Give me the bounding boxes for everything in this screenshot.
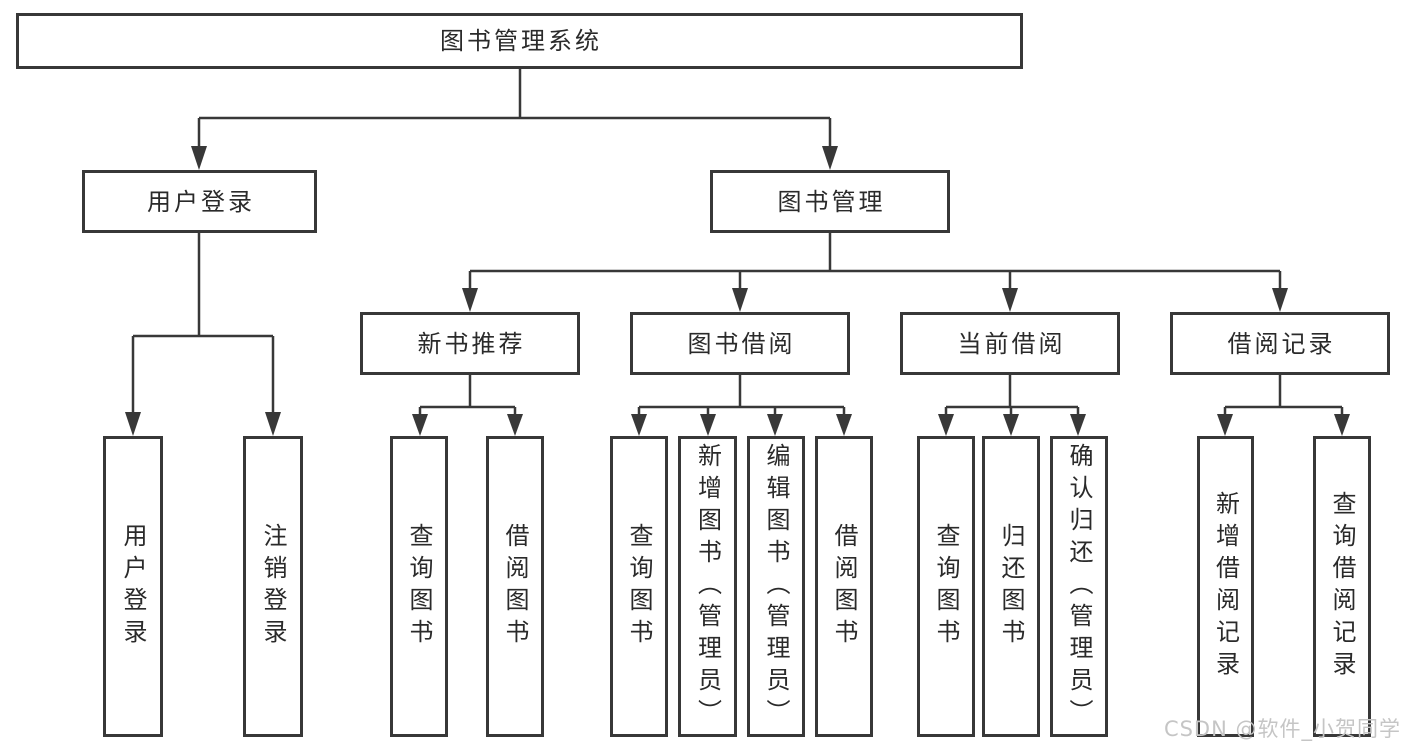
node-book-mgmt: 图书管理	[710, 170, 950, 233]
node-label: 图书管理	[777, 187, 886, 216]
node-label: 用户登录	[147, 187, 255, 216]
leaf-label: 查询图书	[405, 522, 433, 651]
node-label: 借阅记录	[1227, 329, 1336, 358]
leaf-label: 编辑图书（管理员）	[762, 442, 790, 731]
leaf-bb-add-book-admin: 新增图书（管理员）	[678, 436, 737, 737]
node-book-borrow: 图书借阅	[630, 312, 850, 375]
leaf-rec-query-book: 查询图书	[390, 436, 448, 737]
leaf-bb-borrow-book: 借阅图书	[815, 436, 873, 737]
node-new-book-rec: 新书推荐	[360, 312, 580, 375]
leaf-bb-edit-book-admin: 编辑图书（管理员）	[747, 436, 805, 737]
node-label: 图书借阅	[687, 329, 796, 358]
node-label: 图书管理系统	[440, 27, 602, 55]
leaf-br-add-record: 新增借阅记录	[1197, 436, 1254, 737]
leaf-label: 确认归还（管理员）	[1065, 442, 1093, 731]
leaf-label: 注销登录	[259, 522, 287, 651]
leaf-user-login: 用户登录	[103, 436, 163, 737]
leaf-label: 归还图书	[997, 522, 1025, 651]
node-borrow-record: 借阅记录	[1170, 312, 1390, 375]
node-label: 当前借阅	[957, 329, 1066, 358]
leaf-label: 查询借阅记录	[1328, 490, 1356, 683]
connector-current-borrow-to-leaves	[938, 375, 1086, 436]
leaf-cb-confirm-return-admin: 确认归还（管理员）	[1050, 436, 1108, 737]
leaf-br-query-record: 查询借阅记录	[1313, 436, 1371, 737]
leaf-cb-return-book: 归还图书	[982, 436, 1040, 737]
leaf-label: 借阅图书	[501, 522, 529, 651]
connector-borrow-record-to-leaves	[1217, 375, 1350, 436]
connector-new-book-rec-to-leaves	[412, 375, 523, 436]
leaf-label: 新增图书（管理员）	[693, 442, 722, 731]
node-system-root: 图书管理系统	[16, 13, 1023, 69]
leaf-label: 查询图书	[625, 522, 653, 651]
node-label: 新书推荐	[417, 329, 526, 358]
connector-book-borrow-to-leaves	[631, 375, 852, 436]
leaf-label: 用户登录	[119, 522, 147, 651]
leaf-cb-query-book: 查询图书	[917, 436, 975, 737]
connector-book-mgmt-to-level3	[462, 233, 1288, 312]
leaf-label: 借阅图书	[830, 522, 858, 651]
connector-root-to-level2	[191, 69, 838, 170]
leaf-logout: 注销登录	[243, 436, 303, 737]
leaf-label: 新增借阅记录	[1211, 490, 1240, 683]
node-current-borrow: 当前借阅	[900, 312, 1120, 375]
watermark: CSDN @软件_小贺同学	[1163, 717, 1401, 741]
leaf-rec-borrow-book: 借阅图书	[486, 436, 544, 737]
node-user-login: 用户登录	[82, 170, 317, 233]
leaf-label: 查询图书	[932, 522, 960, 651]
leaf-bb-query-book: 查询图书	[610, 436, 668, 737]
connector-user-login-to-leaves	[125, 233, 281, 436]
